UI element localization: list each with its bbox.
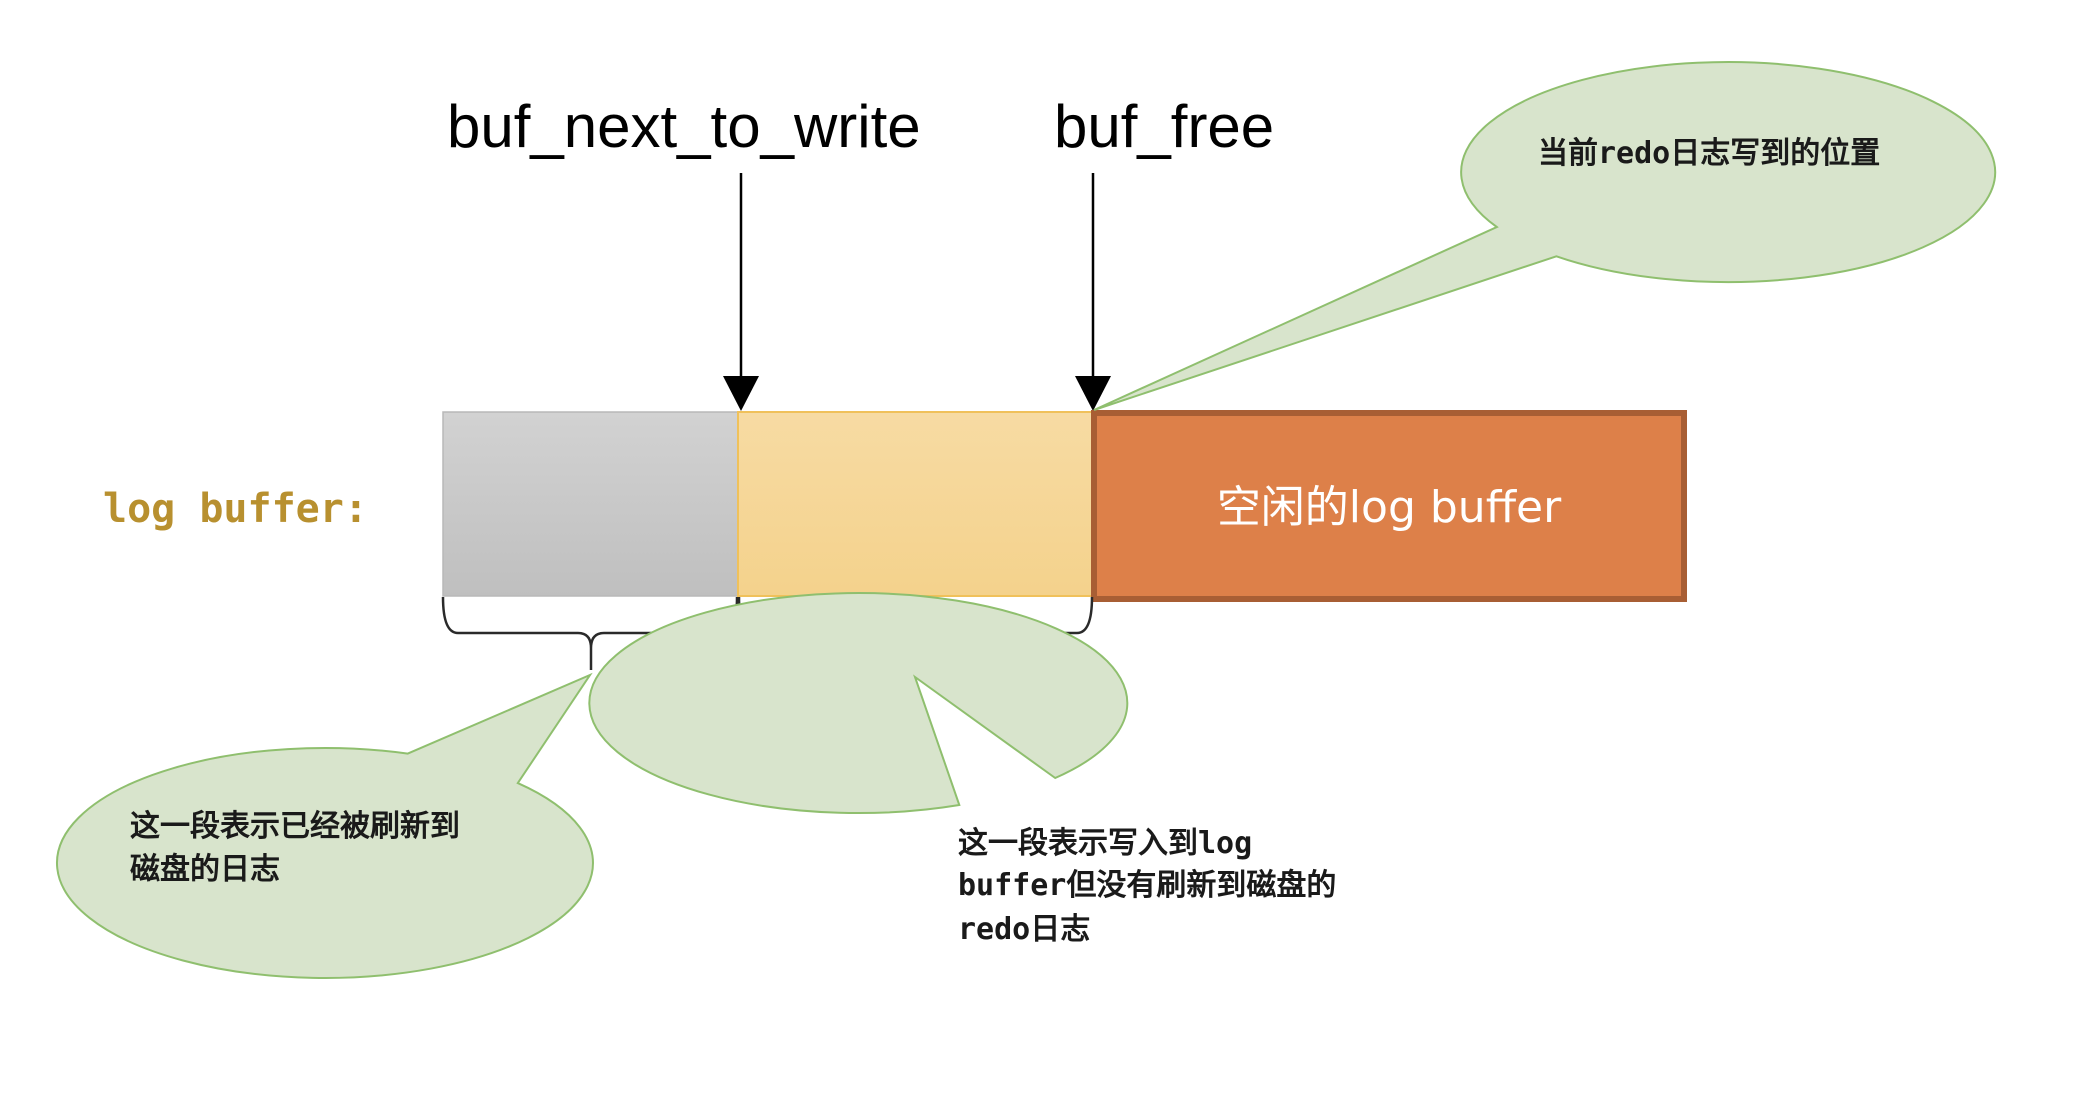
buf-free-arrow — [1075, 173, 1111, 411]
current-position-text: 当前redo日志写到的位置 — [1538, 136, 1880, 171]
arrowhead-icon — [723, 376, 759, 411]
buf-next-to-write-arrow — [723, 173, 759, 411]
unflushed-segment — [737, 411, 1094, 597]
unflushed-callout-line-2: buffer但没有刷新到磁盘的 — [958, 868, 1336, 903]
flushed-segment-callout: 这一段表示已经被刷新到 磁盘的日志 — [55, 672, 594, 979]
buf-free-label: buf_free — [1054, 93, 1274, 160]
log-buffer-row-label: log buffer: — [103, 486, 368, 532]
unflushed-segment-callout: 这一段表示写入到log buffer但没有刷新到磁盘的 redo日志 — [588, 592, 1336, 947]
unflushed-callout-line-1: 这一段表示写入到log — [958, 826, 1252, 861]
flushed-segment — [442, 411, 739, 597]
free-segment-label: 空闲的log buffer — [1217, 482, 1562, 533]
flushed-callout-line-2: 磁盘的日志 — [130, 852, 280, 887]
free-segment — [1091, 410, 1687, 602]
buf-next-to-write-label: buf_next_to_write — [447, 93, 921, 160]
arrowhead-icon — [1075, 376, 1111, 411]
flushed-callout-line-1: 这一段表示已经被刷新到 — [130, 809, 460, 844]
unflushed-callout-line-3: redo日志 — [958, 912, 1090, 947]
current-position-callout: 当前redo日志写到的位置 — [1093, 61, 1997, 411]
